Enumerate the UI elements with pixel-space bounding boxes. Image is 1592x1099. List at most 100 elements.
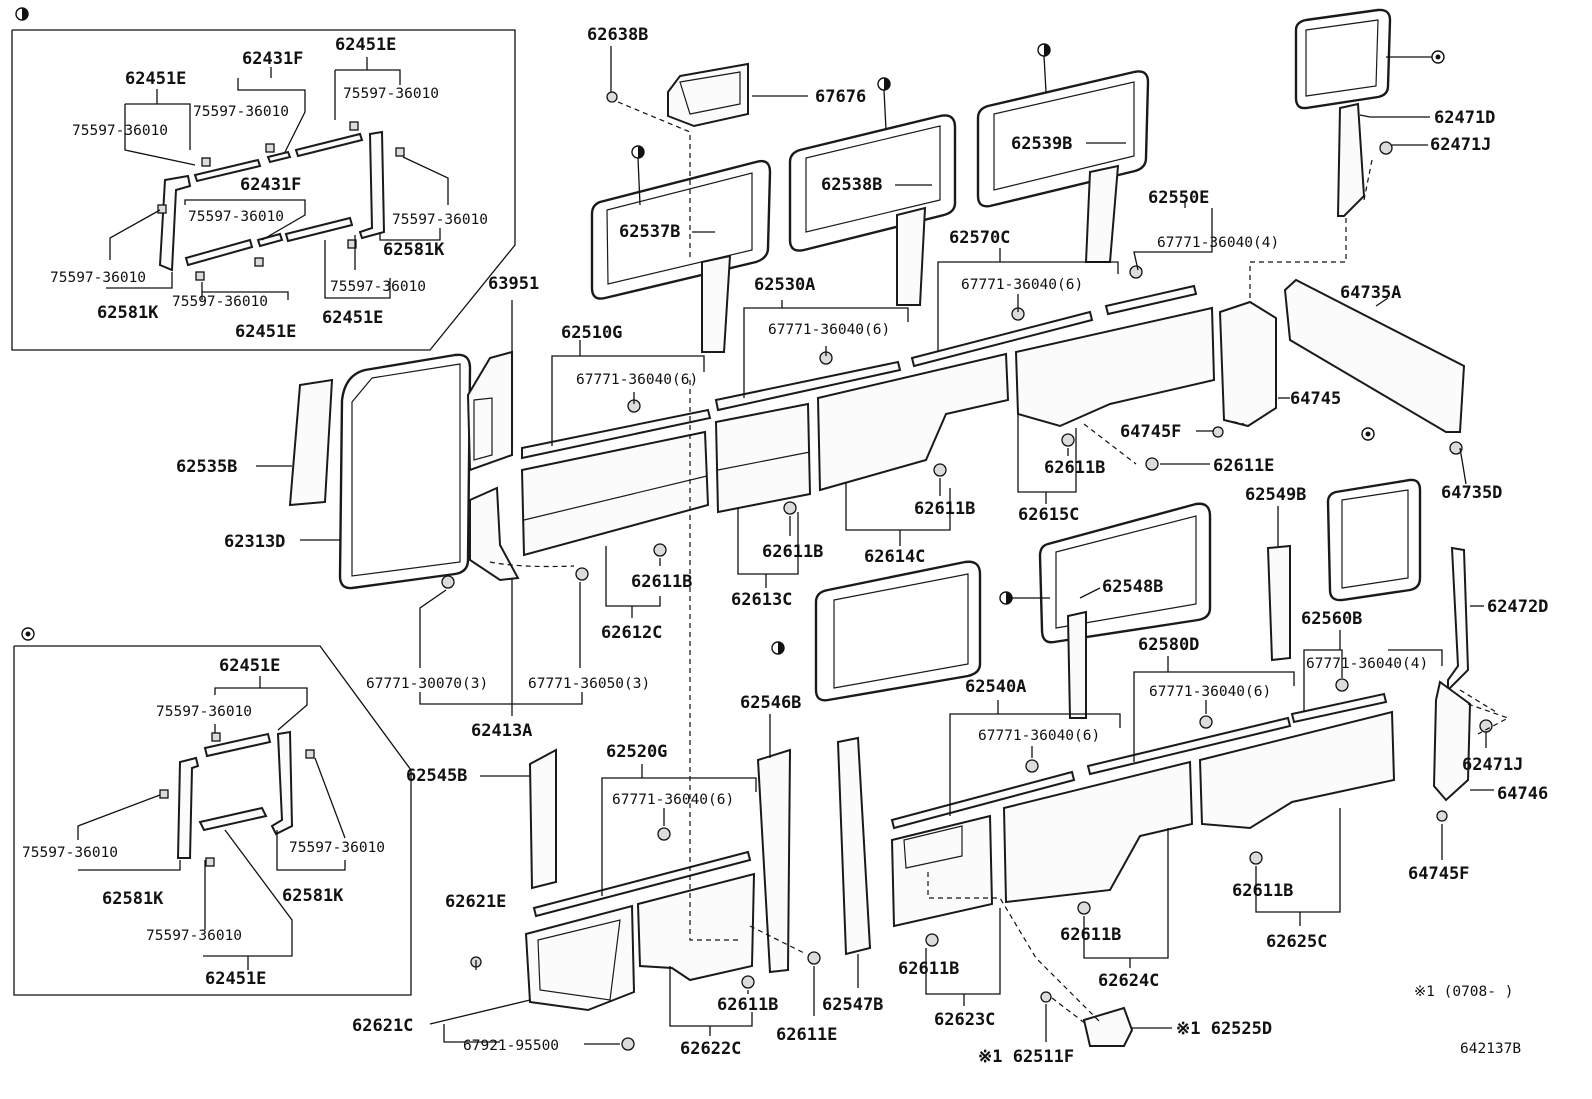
label-62622C: 62622C <box>680 1039 741 1059</box>
label-67921-95500: 67921-95500 <box>463 1038 559 1054</box>
label-67771-36040-4: 67771-36040(4) <box>1157 235 1279 251</box>
label-62621C: 62621C <box>352 1016 413 1036</box>
label-62471J: 62471J <box>1462 755 1523 775</box>
label-75597-36010: 75597-36010 <box>330 279 426 295</box>
label-62638B: 62638B <box>587 25 648 45</box>
label-62471J: 62471J <box>1430 135 1491 155</box>
label-62547B: 62547B <box>822 995 883 1015</box>
leader-lines <box>256 46 1510 1045</box>
inset-b: 62451E 75597-36010 75597-36010 75597-360… <box>13 627 412 996</box>
label-62548B: 62548B <box>1102 577 1163 597</box>
label-62611B: 62611B <box>717 995 778 1015</box>
label-75597-36010: 75597-36010 <box>156 704 252 720</box>
label-64735A: 64735A <box>1340 283 1401 303</box>
label-62611B: 62611B <box>914 499 975 519</box>
label-62451E: 62451E <box>335 35 396 55</box>
label-62581K: 62581K <box>97 303 159 323</box>
label-62611B: 62611B <box>1232 881 1293 901</box>
inset-a: 62451E 62431F 62451E 75597-36010 75597-3… <box>11 7 516 351</box>
label-62539B: 62539B <box>1011 134 1072 154</box>
label-62611B: 62611B <box>762 542 823 562</box>
label-62525D: ※1 62525D <box>1176 1019 1272 1039</box>
label-62615C: 62615C <box>1018 505 1079 525</box>
label-62611E: 62611E <box>776 1025 837 1045</box>
label-62451E: 62451E <box>219 656 280 676</box>
label-67771-36050-3: 67771-36050(3) <box>528 676 650 692</box>
label-64745: 64745 <box>1290 389 1341 409</box>
label-62611B: 62611B <box>1060 925 1121 945</box>
markers <box>631 43 1445 655</box>
label-62413A: 62413A <box>471 721 532 741</box>
label-62611B: 62611B <box>898 959 959 979</box>
label-67771-36040-6: 67771-36040(6) <box>576 372 698 388</box>
target-marker-icon <box>1361 50 1445 441</box>
label-75597-36010: 75597-36010 <box>172 294 268 310</box>
label-75597-36010: 75597-36010 <box>392 212 488 228</box>
label-62614C: 62614C <box>864 547 925 567</box>
label-67771-36040-6: 67771-36040(6) <box>961 277 1083 293</box>
label-62580D: 62580D <box>1138 635 1199 655</box>
label-75597-36010: 75597-36010 <box>193 104 289 120</box>
label-75597-36010: 75597-36010 <box>188 209 284 225</box>
label-64735D: 64735D <box>1441 483 1502 503</box>
label-63951: 63951 <box>488 274 539 294</box>
label-62612C: 62612C <box>601 623 662 643</box>
label-62431F: 62431F <box>240 175 301 195</box>
label-75597-36010: 75597-36010 <box>50 270 146 286</box>
label-62313D: 62313D <box>224 532 285 552</box>
label-62538B: 62538B <box>821 175 882 195</box>
label-62549B: 62549B <box>1245 485 1306 505</box>
label-62611B: 62611B <box>631 572 692 592</box>
label-62624C: 62624C <box>1098 971 1159 991</box>
label-62581K: 62581K <box>282 886 344 906</box>
label-67676: 67676 <box>815 87 866 107</box>
diagram-code: 642137B <box>1460 1041 1521 1057</box>
main-parts <box>288 8 1493 1051</box>
label-67771-36040-6: 67771-36040(6) <box>768 322 890 338</box>
half-circle-marker-icon <box>631 43 1051 655</box>
label-62537B: 62537B <box>619 222 680 242</box>
label-75597-36010: 75597-36010 <box>146 928 242 944</box>
label-62581K: 62581K <box>383 240 445 260</box>
label-62550E: 62550E <box>1148 188 1209 208</box>
label-62520G: 62520G <box>606 742 667 762</box>
label-64745F: 64745F <box>1408 864 1469 884</box>
label-62611B: 62611B <box>1044 458 1105 478</box>
label-62510G: 62510G <box>561 323 622 343</box>
label-62570C: 62570C <box>949 228 1010 248</box>
label-67771-36040-6: 67771-36040(6) <box>978 728 1100 744</box>
label-62540A: 62540A <box>965 677 1026 697</box>
label-67771-36040-4: 67771-36040(4) <box>1306 656 1428 672</box>
label-62581K: 62581K <box>102 889 164 909</box>
label-62451E: 62451E <box>125 69 186 89</box>
label-62472D: 62472D <box>1487 597 1548 617</box>
label-62621E: 62621E <box>445 892 506 912</box>
label-62545B: 62545B <box>406 766 467 786</box>
label-62431F: 62431F <box>242 49 303 69</box>
label-62451E: 62451E <box>205 969 266 989</box>
label-75597-36010: 75597-36010 <box>22 845 118 861</box>
label-75597-36010: 75597-36010 <box>72 123 168 139</box>
label-62560B: 62560B <box>1301 609 1362 629</box>
label-62613C: 62613C <box>731 590 792 610</box>
label-62535B: 62535B <box>176 457 237 477</box>
label-62530A: 62530A <box>754 275 815 295</box>
label-67771-36040-6: 67771-36040(6) <box>612 792 734 808</box>
label-67771-36040-6: 67771-36040(6) <box>1149 684 1271 700</box>
footnote: ※1 (0708- ) <box>1414 984 1513 1000</box>
label-62451E: 62451E <box>235 322 296 342</box>
label-62546B: 62546B <box>740 693 801 713</box>
label-64746: 64746 <box>1497 784 1548 804</box>
label-75597-36010: 75597-36010 <box>289 840 385 856</box>
label-62625C: 62625C <box>1266 932 1327 952</box>
label-67771-30070-3: 67771-30070(3) <box>366 676 488 692</box>
label-64745F: 64745F <box>1120 422 1181 442</box>
label-62471D: 62471D <box>1434 108 1495 128</box>
label-62623C: 62623C <box>934 1010 995 1030</box>
label-62451E: 62451E <box>322 308 383 328</box>
label-62511F: ※1 62511F <box>978 1047 1074 1067</box>
label-62611E: 62611E <box>1213 456 1274 476</box>
label-75597-36010: 75597-36010 <box>343 86 439 102</box>
main-labels: 62638B 67676 62537B 62538B 62539B 62471D… <box>176 25 1548 1067</box>
